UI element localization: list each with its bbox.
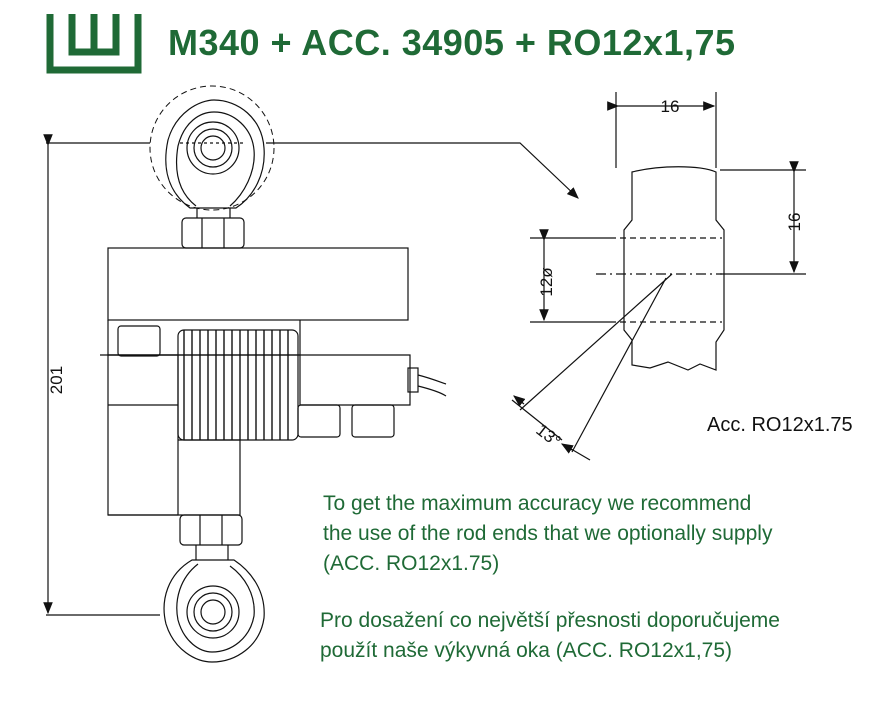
rod-end-detail-view xyxy=(511,92,806,461)
detail-leader xyxy=(266,142,579,199)
english-note-line: To get the maximum accuracy we recommend xyxy=(323,492,752,515)
czech-note-line: Pro dosažení co největší přesnosti dopor… xyxy=(320,609,780,632)
accessory-label: Acc. RO12x1.75 xyxy=(707,414,853,436)
english-note-line: the use of the rod ends that we optional… xyxy=(323,522,773,545)
page-title: M340 + ACC. 34905 + RO12x1,75 xyxy=(168,22,736,63)
english-note: To get the maximum accuracy we recommend… xyxy=(323,489,772,579)
czech-note-line: použít naše výkyvná oka (ACC. RO12x1,75) xyxy=(320,639,733,662)
english-note-line: (ACC. RO12x1.75) xyxy=(323,552,500,575)
czech-note: Pro dosažení co největší přesnosti dopor… xyxy=(320,606,780,666)
overall-height-value: 201 xyxy=(47,366,66,394)
rod-height-value: 16 xyxy=(785,213,804,232)
rod-width-value: 16 xyxy=(661,97,680,116)
company-logo xyxy=(46,14,142,74)
upper-rod-end xyxy=(149,85,275,249)
load-cell-body xyxy=(100,247,447,516)
bore-diameter-value: 12ø xyxy=(537,267,556,296)
overall-height-dimension xyxy=(43,134,160,616)
angle-value: 13° xyxy=(532,420,564,451)
lower-rod-end xyxy=(163,514,265,663)
